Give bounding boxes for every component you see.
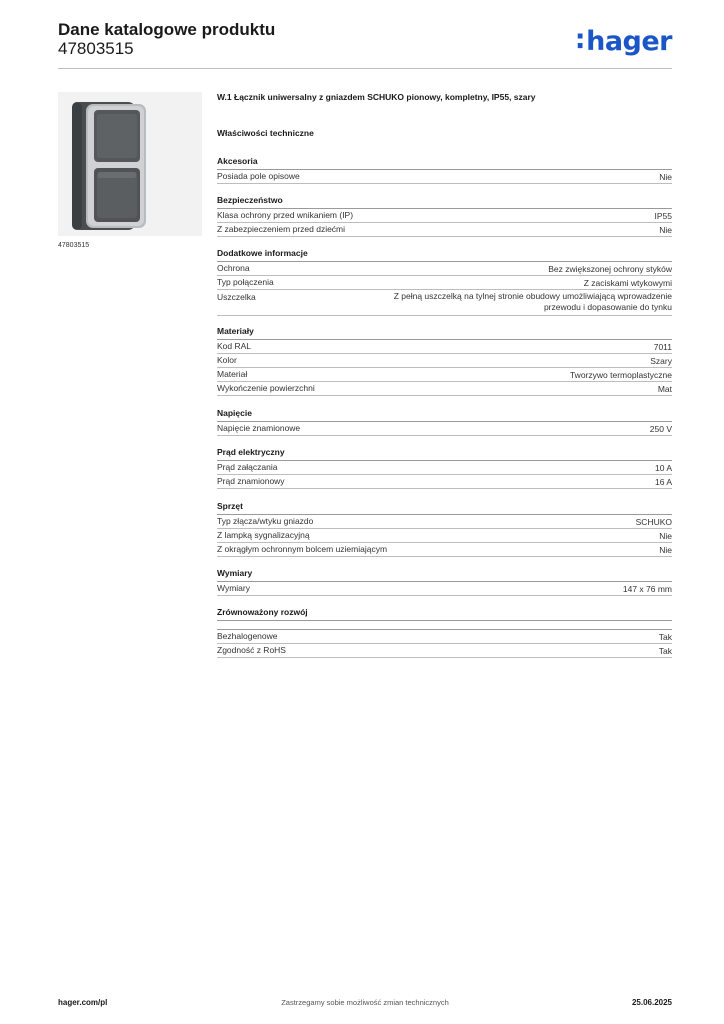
row-label: Z lampką sygnalizacyjną bbox=[217, 530, 310, 540]
row-value: 7011 bbox=[653, 342, 672, 352]
section-wymiary: Wymiary Wymiary 147 x 76 mm bbox=[217, 568, 672, 596]
header-divider bbox=[58, 68, 672, 69]
row-label: Prąd znamionowy bbox=[217, 476, 285, 486]
row-label: Napięcie znamionowe bbox=[217, 423, 301, 433]
row-value: Nie bbox=[659, 225, 672, 235]
table-row: Kolor Szary bbox=[217, 354, 672, 368]
row-label: Wykończenie powierzchni bbox=[217, 383, 315, 393]
row-value: Nie bbox=[659, 545, 672, 555]
section-dodatkowe-informacje: Dodatkowe informacje Ochrona Bez zwiększo… bbox=[217, 248, 672, 316]
table-row: Z okrągłym ochronnym bolcem uziemiającym… bbox=[217, 543, 672, 557]
row-value: Tworzywo termoplastyczne bbox=[569, 370, 672, 380]
row-label: Typ połączenia bbox=[217, 277, 274, 287]
table-row: Typ złącza/wtyku gniazdo SCHUKO bbox=[217, 515, 672, 529]
section-title: Sprzęt bbox=[217, 501, 672, 515]
table-row: Posiada pole opisowe Nie bbox=[217, 170, 672, 184]
section-akcesoria: Akcesoria Posiada pole opisowe Nie bbox=[217, 156, 672, 184]
row-value: IP55 bbox=[654, 211, 673, 221]
document-title: Dane katalogowe produktu bbox=[58, 20, 276, 39]
section-title: Zrównoważony rozwój bbox=[217, 607, 672, 621]
section-napiecie: Napięcie Napięcie znamionowe 250 V bbox=[217, 408, 672, 436]
row-label: Zgodność z RoHS bbox=[217, 645, 286, 655]
table-row: Z lampką sygnalizacyjną Nie bbox=[217, 529, 672, 543]
image-caption: 47803515 bbox=[58, 242, 90, 249]
row-label: Ochrona bbox=[217, 263, 250, 273]
section-sprzet: Sprzęt Typ złącza/wtyku gniazdo SCHUKO Z … bbox=[217, 501, 672, 557]
row-value: Mat bbox=[657, 384, 672, 394]
row-label: Klasa ochrony przed wnikaniem (IP) bbox=[217, 210, 354, 220]
row-value: 16 A bbox=[654, 477, 672, 487]
table-row: Prąd załączania 10 A bbox=[217, 461, 672, 475]
section-title: Wymiary bbox=[217, 568, 672, 582]
switch-socket-illustration bbox=[58, 92, 202, 236]
section-bezpieczenstwo: Bezpieczeństwo Klasa ochrony przed wnika… bbox=[217, 195, 672, 237]
row-label: Prąd załączania bbox=[217, 462, 278, 472]
row-label: Kod RAL bbox=[217, 341, 252, 351]
document-number: 47803515 bbox=[58, 39, 134, 58]
row-label: Posiada pole opisowe bbox=[217, 171, 300, 181]
section-title: Prąd elektryczny bbox=[217, 447, 672, 461]
section-title: Akcesoria bbox=[217, 156, 672, 170]
footer-date: 25.06.2025 bbox=[631, 998, 672, 1007]
row-value: Z pełną uszczelką na tylnej stronie obud… bbox=[393, 291, 672, 312]
table-row: Wykończenie powierzchni Mat bbox=[217, 382, 672, 396]
table-row: Uszczelka Z pełną uszczelką na tylnej str… bbox=[217, 290, 672, 316]
row-label: Wymiary bbox=[217, 583, 250, 593]
row-value: Nie bbox=[659, 172, 672, 182]
table-row: Ochrona Bez zwiększonej ochrony styków bbox=[217, 262, 672, 276]
table-row: Napięcie znamionowe 250 V bbox=[217, 422, 672, 436]
table-row: Zgodność z RoHS Tak bbox=[217, 644, 672, 658]
table-row: Kod RAL 7011 bbox=[217, 340, 672, 354]
page-header: Dane katalogowe produktu 47803515 :hager bbox=[58, 20, 672, 68]
row-label: Bezhalogenowe bbox=[217, 631, 278, 641]
row-value: 250 V bbox=[649, 424, 672, 434]
row-value: SCHUKO bbox=[635, 517, 672, 527]
row-value: Z zaciskami wtykowymi bbox=[583, 278, 672, 288]
logo-colon-mark: : bbox=[574, 24, 586, 55]
section-materialy: Materiały Kod RAL 7011 Kolor Szary Materia… bbox=[217, 326, 672, 396]
section-prad-elektryczny: Prąd elektryczny Prąd załączania 10 A Prą… bbox=[217, 447, 672, 489]
table-row: Klasa ochrony przed wnikaniem (IP) IP55 bbox=[217, 209, 672, 223]
row-value: 147 x 76 mm bbox=[622, 584, 672, 594]
row-value: 10 A bbox=[654, 463, 672, 473]
row-label: Kolor bbox=[217, 355, 237, 365]
row-label: Typ złącza/wtyku gniazdo bbox=[217, 516, 314, 526]
technical-properties-heading: Właściwości techniczne bbox=[217, 128, 314, 138]
logo-text: hager bbox=[586, 26, 672, 57]
table-row: Materiał Tworzywo termoplastyczne bbox=[217, 368, 672, 382]
hager-logo: :hager bbox=[574, 24, 673, 57]
footer-disclaimer: Zastrzegamy sobie możliwość zmian techni… bbox=[281, 998, 449, 1007]
product-name: W.1 Łącznik uniwersalny z gniazdem SCHUK… bbox=[217, 92, 536, 102]
section-title: Materiały bbox=[217, 326, 672, 340]
row-label: Materiał bbox=[217, 369, 248, 379]
table-row: Wymiary 147 x 76 mm bbox=[217, 582, 672, 596]
footer-website: hager.com/pl bbox=[58, 998, 108, 1007]
product-image bbox=[58, 92, 202, 236]
row-label: Z zabezpieczeniem przed dziećmi bbox=[217, 224, 346, 234]
table-row: Prąd znamionowy 16 A bbox=[217, 475, 672, 489]
table-row: Bezhalogenowe Tak bbox=[217, 629, 672, 644]
table-row: Z zabezpieczeniem przed dziećmi Nie bbox=[217, 223, 672, 237]
table-row: Typ połączenia Z zaciskami wtykowymi bbox=[217, 276, 672, 290]
row-value: Nie bbox=[659, 531, 672, 541]
row-value: Tak bbox=[658, 632, 672, 642]
page-footer: hager.com/pl Zastrzegamy sobie możliwość… bbox=[58, 998, 672, 1010]
row-value: Bez zwiększonej ochrony styków bbox=[548, 264, 672, 274]
section-title: Napięcie bbox=[217, 408, 672, 422]
row-value: Szary bbox=[650, 356, 672, 366]
row-label: Z okrągłym ochronnym bolcem uziemiającym bbox=[217, 544, 388, 554]
row-label: Uszczelka bbox=[217, 292, 256, 302]
row-value: Tak bbox=[658, 646, 672, 656]
section-title: Bezpieczeństwo bbox=[217, 195, 672, 209]
section-title: Dodatkowe informacje bbox=[217, 248, 672, 262]
